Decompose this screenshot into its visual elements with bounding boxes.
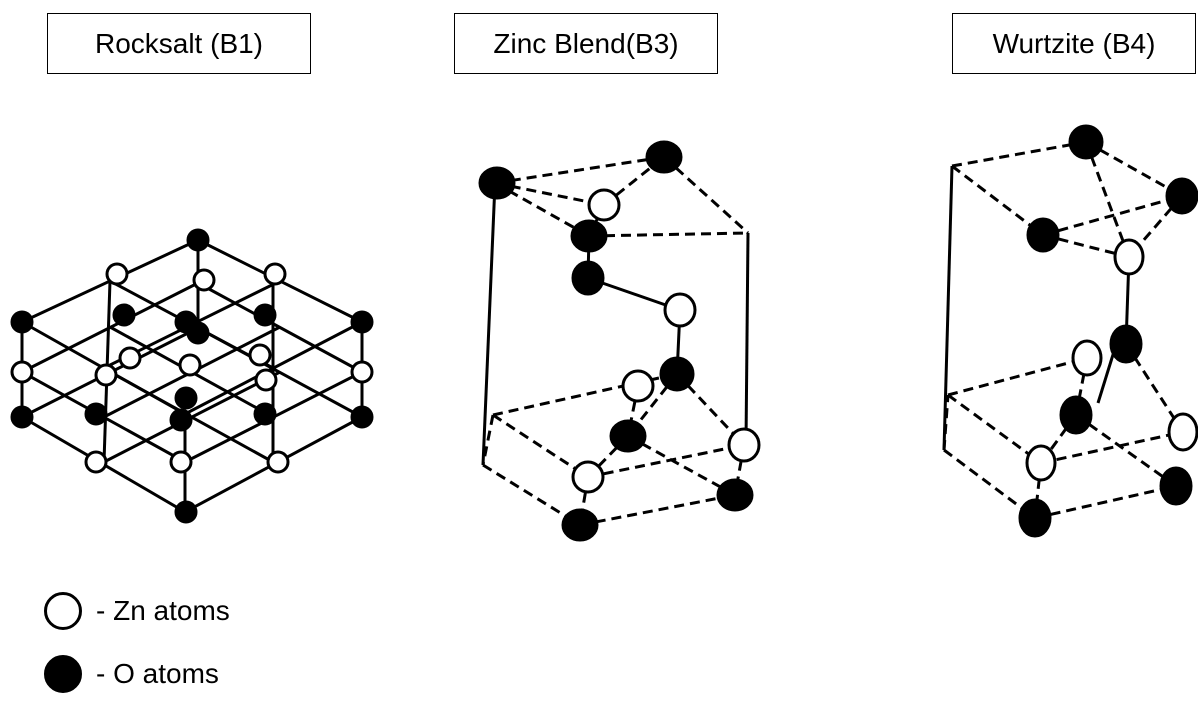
legend-o-label: - O atoms (96, 658, 219, 689)
zinc-blend-atoms (478, 140, 761, 542)
zinc-blend-title: Zinc Blend(B3) (454, 13, 718, 74)
rocksalt-title: Rocksalt (B1) (47, 13, 311, 74)
wurtzite-solid-edges (942, 165, 1131, 451)
legend-zn-item: - Zn atoms (44, 592, 230, 630)
legend-zn-label: - Zn atoms (96, 595, 230, 626)
wurtzite-dashed-edges (942, 140, 1185, 520)
zinc-blend-solid-edges (481, 182, 750, 466)
legend-o-item: - O atoms (44, 655, 219, 693)
wurtzite-title: Wurtzite (B4) (952, 13, 1196, 74)
rocksalt-atoms (10, 228, 374, 524)
wurtzite-structure (942, 140, 1185, 520)
wurtzite-atoms (1018, 124, 1198, 538)
o-atom-icon (44, 655, 82, 693)
zn-atom-icon (44, 592, 82, 630)
